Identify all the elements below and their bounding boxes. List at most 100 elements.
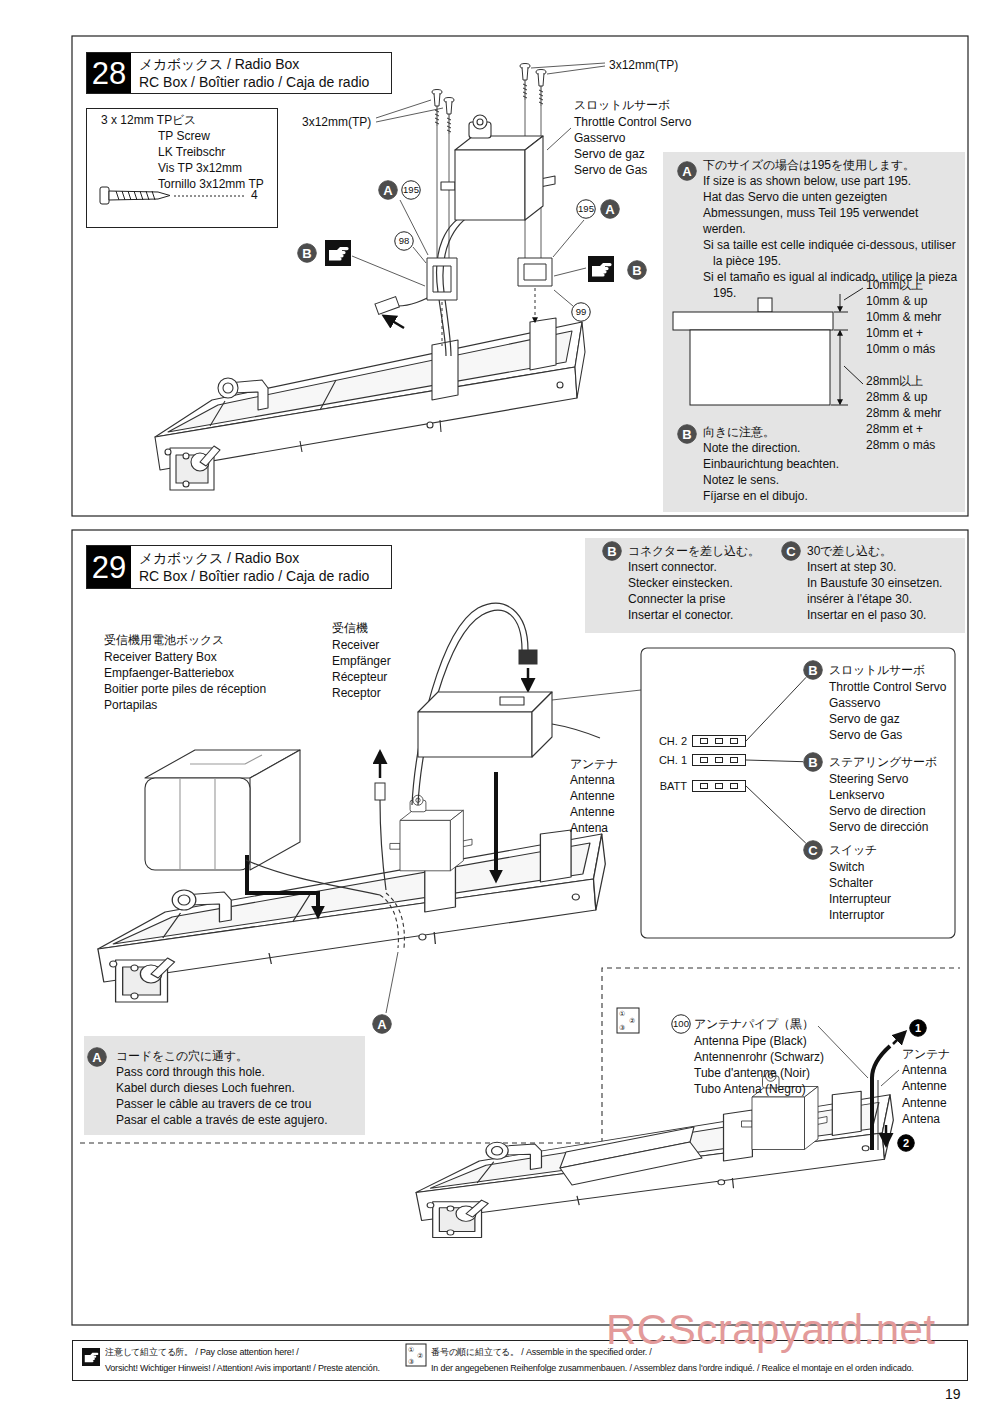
part-label: Empfaenger-Batteriebox	[104, 665, 234, 681]
note-text: Connecter la prise	[628, 591, 725, 607]
callout-text: A	[677, 161, 697, 181]
note-text: 3 x 12mm TPビス	[101, 112, 196, 128]
part-number-circle: 99	[571, 302, 591, 322]
dimension-label: 10mm & mehr	[866, 309, 941, 325]
page-number: 19	[945, 1386, 961, 1402]
callout-text: B	[803, 660, 823, 680]
note-text: Insertar en el paso 30.	[807, 607, 926, 623]
servo-size-figure	[673, 288, 863, 405]
screw-icon	[100, 187, 246, 204]
pin-cell	[730, 757, 738, 763]
circle-shape	[628, 261, 647, 280]
circle-shape	[910, 1020, 927, 1037]
part-label: Servo de dirección	[829, 819, 928, 835]
order-number-circle: 1	[909, 1019, 927, 1037]
circle-shape	[804, 753, 823, 772]
circle-shape	[672, 1015, 691, 1034]
part-label: Servo de gaz	[574, 146, 645, 162]
screw-size-label: 3x12mm(TP)	[609, 57, 678, 73]
note-text: LK Treibschr	[158, 144, 225, 160]
note-text: Insertar el conector.	[628, 607, 733, 623]
part-label: Gasservo	[829, 695, 880, 711]
part-label: ステアリングサーボ	[829, 754, 937, 770]
part-label: Antenne	[902, 1078, 947, 1094]
pin-cell	[730, 783, 738, 789]
part-label: Antenna	[902, 1062, 947, 1078]
part-label: Servo de Gas	[574, 162, 647, 178]
part-number-circle: 100	[671, 1014, 691, 1034]
footer-note: Vorsicht! Wichtiger Hinweis! / Attention…	[105, 1362, 380, 1375]
circle-shape	[678, 162, 697, 181]
footer-note: In der angegebenen Reihenfolge zusammenb…	[431, 1362, 914, 1375]
part-label: Interrupteur	[829, 891, 891, 907]
part-label: Schalter	[829, 875, 873, 891]
callout-letter: C	[803, 840, 823, 860]
callout-text: A	[378, 180, 398, 200]
note-text: 4	[251, 187, 258, 203]
circle-shape	[395, 232, 414, 251]
part-number-circle: 98	[394, 231, 414, 251]
callout-text: A	[600, 199, 620, 219]
callout-text: B	[677, 424, 697, 444]
part-label: Servo de gaz	[829, 711, 900, 727]
note-text: Einbaurichtung beachten.	[703, 456, 839, 472]
circle-shape	[402, 181, 421, 200]
callout-text: B	[803, 752, 823, 772]
screw-size-label: 3x12mm(TP)	[302, 114, 371, 130]
part-label: スロットルサーボ	[829, 662, 925, 678]
part-label: Lenkservo	[829, 787, 884, 803]
part-label: Gasservo	[574, 130, 625, 146]
part-label: 受信機	[332, 620, 368, 636]
part-label: Antenna	[570, 772, 615, 788]
part-label: Antenna Pipe (Black)	[694, 1033, 807, 1049]
watermark: RCScrapyard.net	[606, 1306, 936, 1354]
part-label: アンテナ	[570, 756, 618, 772]
part-label: Receptor	[332, 685, 381, 701]
circle-shape	[678, 425, 697, 444]
note-text: 30で差し込む。	[807, 543, 892, 559]
channel-port: CH. 2	[692, 735, 746, 747]
pin-cell	[715, 757, 723, 763]
footer-note: 注意して組立てる所。 / Pay close attention here! /	[105, 1346, 299, 1359]
channel-name: BATT	[660, 778, 687, 794]
dimension-label: 10mm & up	[866, 293, 927, 309]
circle-shape	[572, 303, 591, 322]
dimension-label: 28mm以上	[866, 373, 923, 389]
note-text: コネクターを差し込む。	[628, 543, 760, 559]
circle-shape	[379, 181, 398, 200]
channel-port: BATT	[692, 780, 746, 792]
part-label: Boitier porte piles de réception	[104, 681, 266, 697]
note-text: 向きに注意。	[703, 424, 775, 440]
part-label: スロットルサーボ	[574, 97, 670, 113]
callout-text: 100	[671, 1014, 691, 1034]
order-digit: ①	[619, 1010, 625, 1018]
circle-shape	[804, 661, 823, 680]
step29-illustration	[80, 603, 960, 1143]
callout-letter: A	[378, 180, 398, 200]
note-text: Pass cord through this hole.	[116, 1064, 265, 1080]
part-label: Antena	[902, 1111, 940, 1127]
callout-text: C	[803, 840, 823, 860]
antenna-illustration	[416, 1026, 905, 1238]
callout-text: A	[87, 1047, 107, 1067]
circle-shape	[88, 1048, 107, 1067]
channel-wire	[746, 786, 806, 843]
channel-name: CH. 2	[659, 733, 687, 749]
channel-wire	[746, 760, 803, 762]
pin-cell	[730, 738, 738, 744]
step-header: 28メカボックス / Radio BoxRC Box / Boîtier rad…	[86, 52, 392, 94]
parts-box: 3 x 12mm TPビスTP ScrewLK TreibschrVis TP …	[86, 108, 278, 228]
callout-text: A	[372, 1014, 392, 1034]
circle-shape	[603, 542, 622, 561]
order-digit: ②	[629, 1017, 635, 1025]
part-label: Portapilas	[104, 697, 157, 713]
callout-letter: A	[372, 1014, 392, 1034]
note-text: Kabel durch dieses Loch fuehren.	[116, 1080, 295, 1096]
part-label: アンテナパイプ（黒）	[694, 1016, 814, 1032]
callout-letter: A	[600, 199, 620, 219]
callout-text: C	[781, 541, 801, 561]
pin-cell	[700, 783, 708, 789]
pin-cell	[715, 738, 723, 744]
callout-letter: B	[677, 424, 697, 444]
